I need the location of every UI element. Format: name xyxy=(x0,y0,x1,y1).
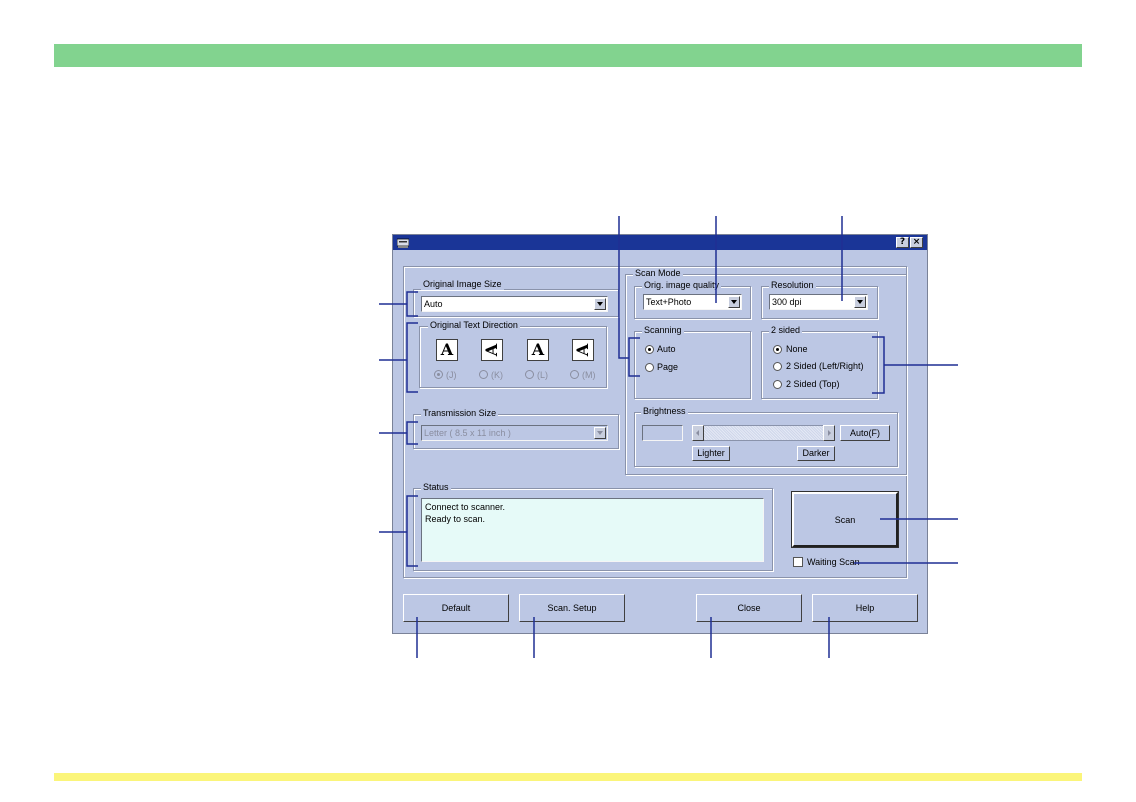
text-direction-label: Original Text Direction xyxy=(428,320,520,331)
top-band xyxy=(54,44,1082,67)
direction-rotated-left-icon-2: A xyxy=(572,339,594,361)
callout-text-direction xyxy=(379,322,418,393)
brightness-label: Brightness xyxy=(641,406,688,417)
scanning-page-radio[interactable] xyxy=(645,363,654,372)
slider-left-arrow-icon[interactable] xyxy=(692,425,704,441)
image-quality-label: Orig. image quality xyxy=(642,280,722,291)
direction-radio-m[interactable] xyxy=(570,370,579,379)
image-quality-value: Text+Photo xyxy=(646,297,692,307)
chevron-down-icon[interactable] xyxy=(728,296,740,308)
status-label: Status xyxy=(421,482,451,493)
callout-two-sided xyxy=(872,336,958,394)
status-text-area: Connect to scanner. Ready to scan. xyxy=(421,498,764,562)
scan-mode-label: Scan Mode xyxy=(633,268,683,279)
image-quality-select[interactable]: Text+Photo xyxy=(643,294,742,310)
two-sided-label: 2 sided xyxy=(769,325,803,336)
direction-label-m: (M) xyxy=(582,370,596,380)
original-image-size-value: Auto xyxy=(424,299,443,309)
status-line: Connect to scanner. xyxy=(425,502,506,512)
direction-upright-icon: A xyxy=(436,339,458,361)
transmission-size-label: Transmission Size xyxy=(421,408,499,419)
two-sided-left-right-label: 2 Sided (Left/Right) xyxy=(786,361,864,371)
resolution-select[interactable]: 300 dpi xyxy=(769,294,868,310)
direction-radio-k[interactable] xyxy=(479,370,488,379)
direction-radio-l[interactable] xyxy=(525,370,534,379)
chevron-down-icon[interactable] xyxy=(854,296,866,308)
resolution-label: Resolution xyxy=(769,280,816,291)
scanning-group xyxy=(634,331,751,399)
default-button[interactable]: Default xyxy=(403,594,509,622)
scanning-page-label: Page xyxy=(657,362,679,372)
two-sided-top-radio[interactable] xyxy=(773,380,782,389)
callout-status xyxy=(379,495,418,567)
help-title-button[interactable]: ? xyxy=(896,237,909,248)
status-line: Ready to scan. xyxy=(425,514,486,524)
lighter-button[interactable]: Lighter xyxy=(692,446,730,461)
scan-mode-group xyxy=(625,274,907,475)
resolution-group xyxy=(761,286,878,319)
original-image-size-select[interactable]: Auto xyxy=(421,296,608,312)
direction-upright-icon-2: A xyxy=(527,339,549,361)
original-image-size-label: Original Image Size xyxy=(421,279,504,290)
two-sided-left-right-radio[interactable] xyxy=(773,362,782,371)
close-title-button[interactable]: × xyxy=(910,237,923,248)
chevron-down-icon[interactable] xyxy=(594,298,606,310)
callout-image-size xyxy=(379,291,418,317)
two-sided-top-label: 2 Sided (Top) xyxy=(786,379,840,389)
brightness-value-field xyxy=(642,425,683,441)
bottom-band xyxy=(54,773,1082,781)
brightness-auto-button[interactable]: Auto(F) xyxy=(840,425,890,441)
scanning-auto-label: Auto xyxy=(657,344,676,354)
callout-transmission-size xyxy=(379,421,418,445)
chevron-down-icon[interactable] xyxy=(594,427,606,439)
two-sided-none-radio[interactable] xyxy=(773,345,782,354)
direction-rotated-left-icon: A xyxy=(481,339,503,361)
waiting-scan-label: Waiting Scan xyxy=(807,557,860,567)
waiting-scan-checkbox[interactable] xyxy=(793,557,803,567)
two-sided-group xyxy=(761,331,878,399)
resolution-value: 300 dpi xyxy=(772,297,802,307)
scanning-label: Scanning xyxy=(642,325,684,336)
scanning-auto-radio[interactable] xyxy=(645,345,654,354)
two-sided-none-label: None xyxy=(786,344,808,354)
direction-label-l: (L) xyxy=(537,370,548,380)
direction-label-k: (K) xyxy=(491,370,503,380)
close-button[interactable]: Close xyxy=(696,594,802,622)
scan-setup-button[interactable]: Scan. Setup xyxy=(519,594,625,622)
transmission-size-group xyxy=(413,414,619,449)
transmission-size-select[interactable]: Letter ( 8.5 x 11 inch ) xyxy=(421,425,608,441)
transmission-size-value: Letter ( 8.5 x 11 inch ) xyxy=(424,428,511,438)
callout-scanning xyxy=(618,216,640,377)
brightness-group xyxy=(634,412,898,467)
slider-right-arrow-icon[interactable] xyxy=(823,425,835,441)
direction-label-j: (J) xyxy=(446,370,457,380)
darker-button[interactable]: Darker xyxy=(797,446,835,461)
title-bar xyxy=(393,235,927,250)
direction-radio-j[interactable] xyxy=(434,370,443,379)
status-group xyxy=(413,488,773,571)
